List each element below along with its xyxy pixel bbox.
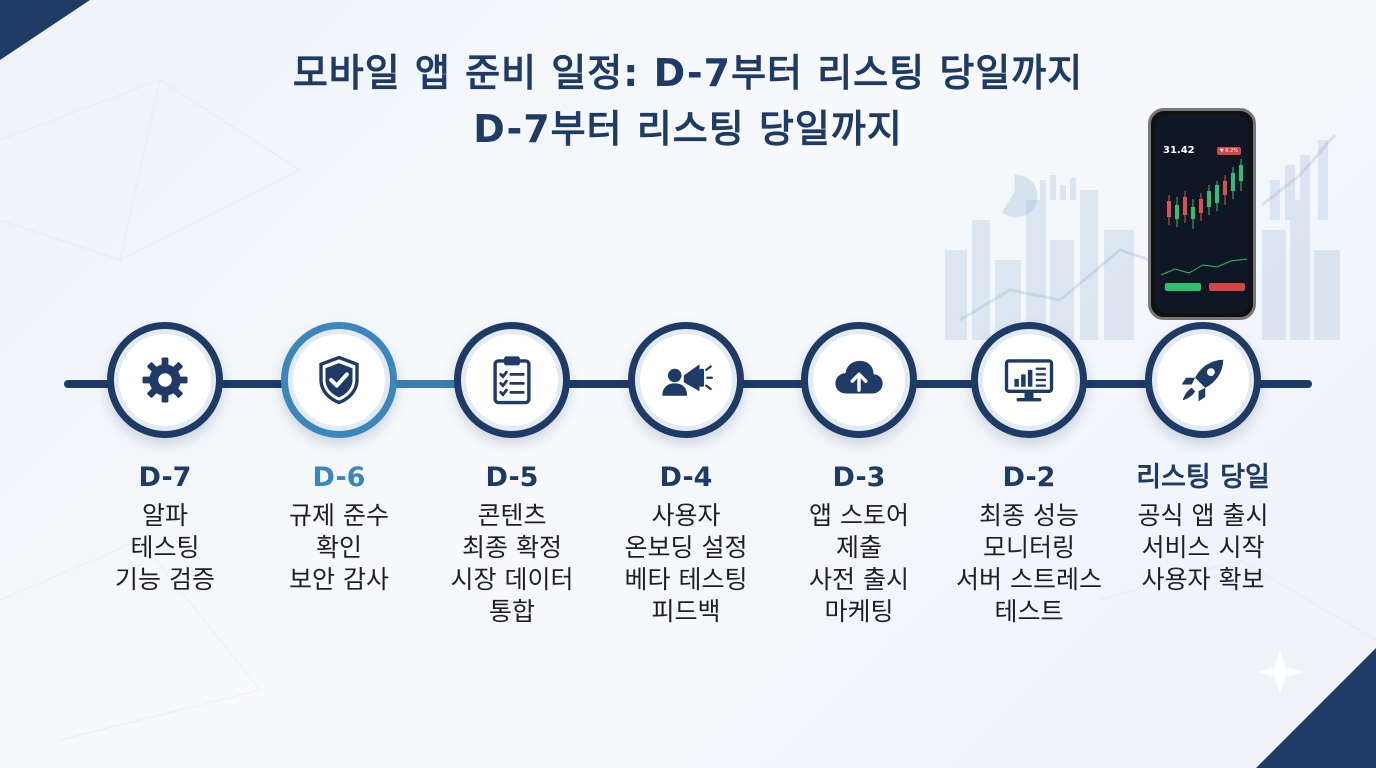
rocket-icon — [1181, 359, 1224, 402]
step-desc-line: 피드백 — [651, 597, 721, 626]
step-desc-line: 앱 스토어 — [809, 501, 909, 530]
step-day-label: D-7 — [138, 462, 192, 493]
step-desc-line: 테스트 — [994, 597, 1064, 626]
step-desc-line: 콘텐츠 — [477, 501, 547, 530]
step-day-label: D-5 — [485, 462, 539, 493]
step-desc-line: 베타 테스팅 — [624, 565, 748, 594]
phone-screen: 31.42 ▼ 6.2% — [1155, 115, 1249, 313]
step-desc-line: 사전 출시 — [809, 565, 909, 594]
timeline-step-d7: D-7 알파 테스팅 기능 검증 — [75, 322, 255, 596]
step-desc-line: 규제 준수 — [289, 501, 389, 530]
step-description: 앱 스토어 제출 사전 출시 마케팅 — [769, 500, 949, 628]
step-description: 콘텐츠 최종 확정 시장 데이터 통합 — [422, 500, 602, 628]
step-circle — [107, 322, 223, 438]
timeline-step-d6: D-6 규제 준수 확인 보안 감사 — [249, 322, 429, 596]
step-desc-line: 확인 — [315, 533, 362, 562]
page-title: 모바일 앱 준비 일정: D-7부터 리스팅 당일까지 — [292, 51, 1084, 95]
timeline-step-d3: D-3 앱 스토어 제출 사전 출시 마케팅 — [769, 322, 949, 628]
step-desc-line: 기능 검증 — [115, 565, 215, 594]
step-desc-line: 온보딩 설정 — [624, 533, 748, 562]
step-desc-line: 최종 확정 — [462, 533, 562, 562]
step-day-label: D-4 — [659, 462, 713, 493]
step-desc-line: 알파 — [141, 501, 188, 530]
step-circle — [281, 322, 397, 438]
step-desc-line: 최종 성능 — [979, 501, 1079, 530]
step-desc-line: 마케팅 — [824, 597, 894, 626]
step-desc-line: 제출 — [835, 533, 882, 562]
timeline-step-listing-day: 리스팅 당일 공식 앱 출시 서비스 시작 사용자 확보 — [1113, 322, 1293, 596]
step-day-label: 리스팅 당일 — [1136, 462, 1270, 493]
timeline-step-d2: D-2 최종 성능 모니터링 서버 스트레스 테스트 — [939, 322, 1119, 628]
corner-decoration-top-left — [0, 0, 90, 60]
step-desc-line: 보안 감사 — [289, 565, 389, 594]
step-circle — [454, 322, 570, 438]
timeline-step-d5: D-5 콘텐츠 최종 확정 시장 데이터 통합 — [422, 322, 602, 628]
step-description: 사용자 온보딩 설정 베타 테스팅 피드백 — [596, 500, 776, 628]
step-desc-line: 서버 스트레스 — [956, 565, 1102, 594]
step-desc-line: 시장 데이터 — [450, 565, 574, 594]
step-day-label: D-2 — [1002, 462, 1056, 493]
timeline-step-d4: D-4 사용자 온보딩 설정 베타 테스팅 피드백 — [596, 322, 776, 628]
sparkle-icon — [1256, 648, 1304, 696]
step-description: 최종 성능 모니터링 서버 스트레스 테스트 — [939, 500, 1119, 628]
step-circle — [801, 322, 917, 438]
step-description: 알파 테스팅 기능 검증 — [75, 500, 255, 596]
step-desc-line: 공식 앱 출시 — [1137, 501, 1269, 530]
step-desc-line: 서비스 시작 — [1141, 533, 1265, 562]
step-day-label: D-6 — [312, 462, 366, 493]
step-desc-line: 통합 — [488, 597, 535, 626]
phone-change-badge: ▼ 6.2% — [1216, 147, 1241, 155]
corner-decoration-bottom-right — [1256, 648, 1376, 768]
step-circle — [971, 322, 1087, 438]
timeline-highlight-segment — [354, 380, 504, 388]
step-desc-line: 사용자 — [651, 501, 721, 530]
page-subtitle: D-7부터 리스팅 당일까지 — [473, 107, 903, 151]
shield-check-icon — [319, 355, 359, 405]
step-circle — [1145, 322, 1261, 438]
step-desc-line: 사용자 확보 — [1141, 565, 1265, 594]
step-day-label: D-3 — [832, 462, 886, 493]
step-desc-line: 테스팅 — [130, 533, 200, 562]
phone-price-text: 31.42 — [1163, 145, 1195, 156]
step-description: 공식 앱 출시 서비스 시작 사용자 확보 — [1113, 500, 1293, 596]
monitor-chart-icon — [1004, 359, 1054, 402]
gear-icon — [142, 357, 188, 403]
user-megaphone-icon — [662, 364, 713, 396]
clipboard-checklist-icon — [493, 356, 531, 405]
step-desc-line: 모니터링 — [982, 533, 1075, 562]
cloud-upload-icon — [835, 360, 883, 394]
phone-mockup: 31.42 ▼ 6.2% — [1148, 108, 1256, 320]
step-description: 규제 준수 확인 보안 감사 — [249, 500, 429, 596]
candlestick-chart-graphic — [1160, 159, 1248, 291]
step-circle — [628, 322, 744, 438]
